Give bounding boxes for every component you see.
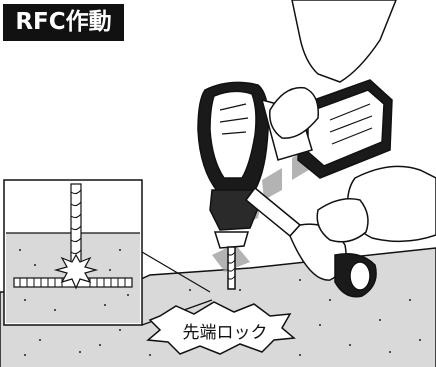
title-badge: RFC作動	[3, 4, 124, 41]
title-label: RFC作動	[15, 9, 112, 35]
callout-label: 先端ロック	[182, 323, 268, 343]
hands-illustration	[269, 0, 436, 243]
callout-burst	[146, 301, 296, 355]
rebar-inset	[3, 179, 143, 326]
